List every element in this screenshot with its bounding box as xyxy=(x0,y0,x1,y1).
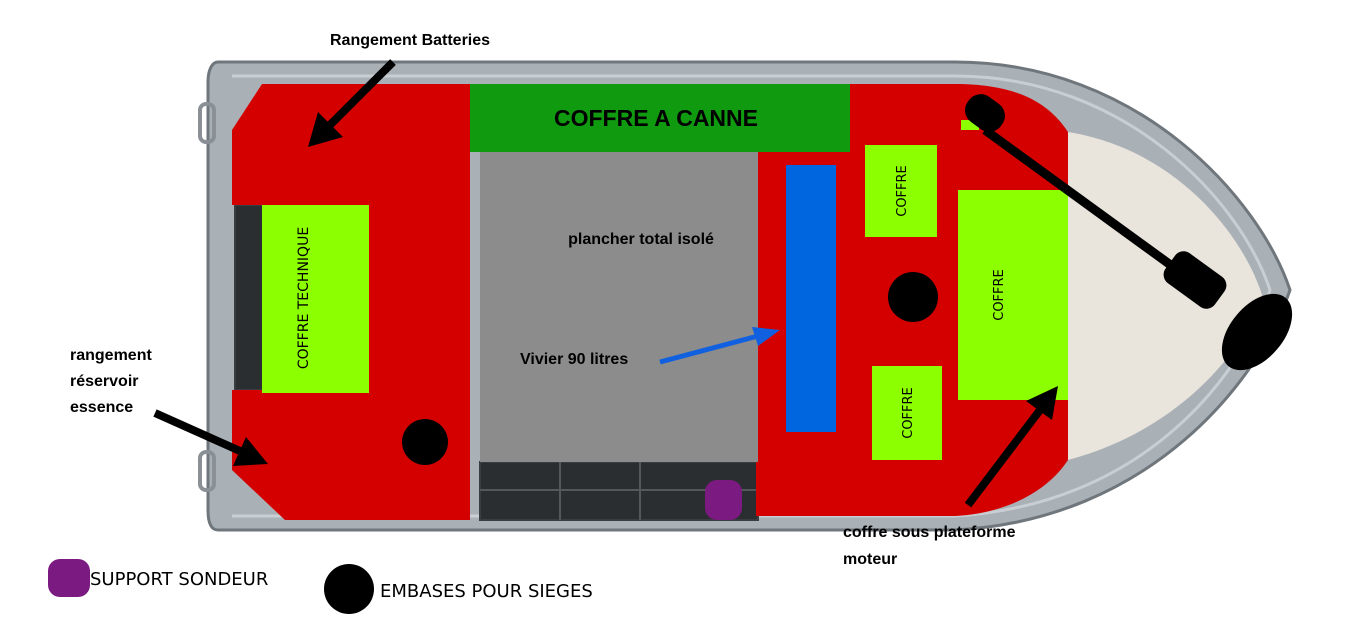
fuel-tank-callout-line3: essence xyxy=(70,399,133,416)
locker-right xyxy=(958,190,1068,400)
technical-locker-label: COFFRE TECHNIQUE xyxy=(296,227,312,369)
bow-marker xyxy=(961,120,979,130)
arrow-batteries xyxy=(327,59,396,128)
trolling-motor-icon xyxy=(965,94,1293,371)
arrow-fuel-tank xyxy=(153,409,242,455)
insulated-floor xyxy=(480,152,758,462)
legend: SUPPORT SONDEUR EMBASES POUR SIEGES xyxy=(48,559,593,614)
fuel-tank-callout-line1: rangement xyxy=(70,347,152,364)
locker-bottom xyxy=(872,366,942,460)
livewell-label: Vivier 90 litres xyxy=(520,351,628,368)
arrow-livewell xyxy=(659,333,759,365)
legend-seat-base-label: EMBASES POUR SIEGES xyxy=(380,581,593,602)
technical-locker xyxy=(262,205,369,393)
fuel-tank-callout-line2: réservoir xyxy=(70,373,139,390)
hull-inner-edge xyxy=(232,74,1272,518)
locker-bottom-label: COFFRE xyxy=(901,387,916,439)
seat-base-forward xyxy=(888,272,938,322)
livewell xyxy=(786,165,836,432)
legend-sounder-label: SUPPORT SONDEUR xyxy=(90,569,268,590)
engine-platform-callout-line1: coffre sous plateforme xyxy=(843,524,1016,541)
legend-sounder-swatch xyxy=(48,559,90,597)
rod-locker xyxy=(470,84,850,152)
locker-top xyxy=(865,145,937,237)
arrow-livewell-head xyxy=(752,327,780,346)
seat-base-stern xyxy=(402,419,448,465)
arrow-engine-platform xyxy=(964,407,1044,508)
callout-arrows xyxy=(153,59,1058,508)
batteries-callout: Rangement Batteries xyxy=(330,32,490,49)
locker-right-label: COFFRE xyxy=(992,269,1007,321)
arrow-batteries-head xyxy=(308,112,343,147)
rod-locker-label: COFFRE A CANNE xyxy=(554,105,758,131)
arrow-fuel-tank-head xyxy=(233,437,268,466)
sounder-mount xyxy=(705,480,742,520)
legend-seat-base-swatch xyxy=(324,564,374,614)
cleat-bottom xyxy=(198,450,216,492)
cleat-top xyxy=(198,102,216,144)
locker-top-label: COFFRE xyxy=(895,165,910,217)
insulated-floor-label: plancher total isolé xyxy=(568,231,714,248)
bow-deck xyxy=(1068,132,1262,460)
engine-platform-callout-line2: moteur xyxy=(843,551,897,568)
arrow-engine-platform-head xyxy=(1026,386,1058,420)
